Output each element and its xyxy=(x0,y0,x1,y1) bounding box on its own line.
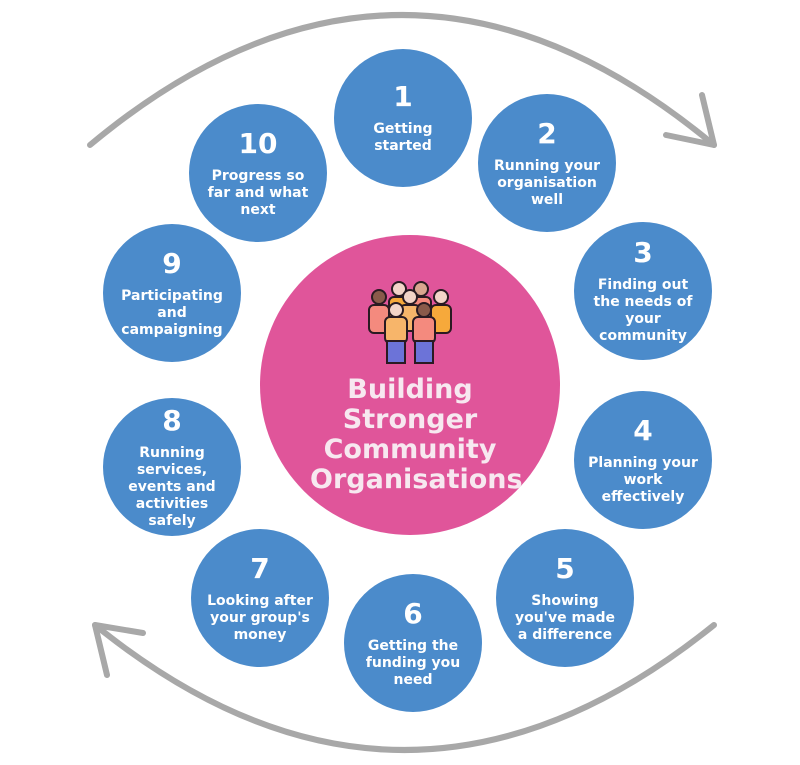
step-label: Running services, events and activities … xyxy=(128,444,216,529)
center-title: Building Stronger Community Organisation… xyxy=(310,374,523,495)
step-number: 10 xyxy=(238,126,278,160)
step-4[interactable]: 4 Planning your work effectively xyxy=(574,391,712,529)
people-group-icon xyxy=(368,281,452,364)
step-number: 8 xyxy=(162,403,182,437)
top-arc-arrow xyxy=(87,12,717,148)
step-label: Progress so far and what next xyxy=(207,167,309,218)
step-number: 4 xyxy=(633,413,653,447)
step-label: Running your organisation well xyxy=(494,157,600,208)
center-circle: Building Stronger Community Organisation… xyxy=(260,235,560,535)
step-5[interactable]: 5 Showing you've made a difference xyxy=(496,529,634,667)
step-label: Looking after your group's money xyxy=(207,592,313,643)
step-label: Getting started xyxy=(373,121,433,154)
step-label: Showing you've made a difference xyxy=(514,592,616,643)
step-number: 3 xyxy=(633,236,653,269)
step-number: 9 xyxy=(162,246,182,280)
step-number: 7 xyxy=(250,551,270,585)
step-number: 1 xyxy=(393,80,413,113)
step-number: 2 xyxy=(537,116,557,150)
step-6[interactable]: 6 Getting the funding you need xyxy=(344,574,482,712)
step-1[interactable]: 1 Getting started xyxy=(334,49,472,187)
step-8[interactable]: 8 Running services, events and activitie… xyxy=(103,398,241,536)
step-9[interactable]: 9 Participating and campaigning xyxy=(103,224,241,362)
step-10[interactable]: 10 Progress so far and what next xyxy=(189,104,327,242)
step-number: 6 xyxy=(403,596,423,630)
step-label: Getting the funding you need xyxy=(365,637,461,688)
step-2[interactable]: 2 Running your organisation well xyxy=(478,94,616,232)
step-label: Planning your work effectively xyxy=(588,454,698,505)
top-arrowhead-icon xyxy=(663,92,717,148)
step-3[interactable]: 3 Finding out the needs of your communit… xyxy=(574,222,712,360)
step-label: Finding out the needs of your community xyxy=(593,277,693,344)
step-7[interactable]: 7 Looking after your group's money xyxy=(191,529,329,667)
bottom-arc-arrow xyxy=(92,622,717,753)
step-number: 5 xyxy=(555,551,575,585)
step-label: Participating and campaigning xyxy=(121,287,223,338)
bottom-arrowhead-icon xyxy=(92,622,146,678)
